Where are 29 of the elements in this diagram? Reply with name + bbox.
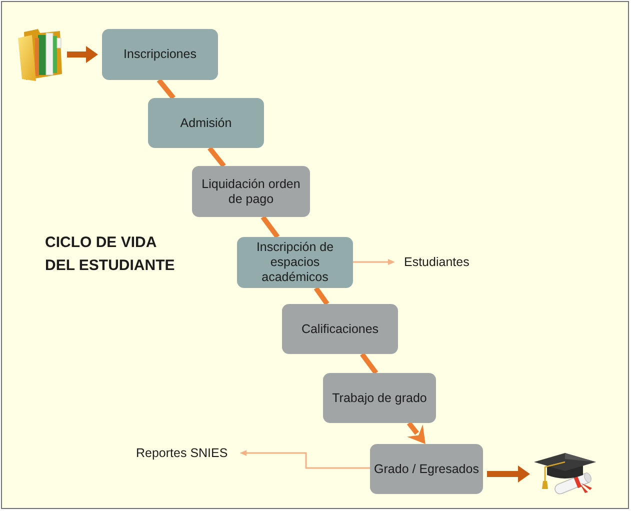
arrow — [487, 468, 530, 480]
process-box — [370, 444, 483, 494]
step-label: Liquidación orden de pago — [200, 176, 302, 206]
process-box — [192, 166, 310, 217]
graduation-cap-icon — [532, 451, 598, 497]
connector-line — [208, 146, 226, 168]
process-box — [148, 98, 264, 148]
process-box — [323, 373, 436, 423]
step-label: Inscripción de espacios académicos — [255, 240, 335, 285]
step-label: Calificaciones — [301, 322, 379, 336]
process-box — [282, 304, 398, 354]
output-label: Reportes SNIES — [136, 445, 228, 461]
arrow — [67, 48, 98, 60]
connector-line — [360, 352, 378, 374]
arrow — [406, 421, 426, 444]
connector-line — [260, 216, 280, 238]
connector-line — [156, 78, 176, 100]
step-label: Admisión — [180, 116, 232, 130]
folder-icon — [16, 26, 64, 81]
arrow — [353, 259, 394, 265]
process-box — [237, 237, 353, 288]
step-label: Inscripciones — [124, 47, 196, 62]
process-box — [102, 29, 218, 80]
arrow — [240, 450, 370, 469]
step-label: Grado / Egresados — [374, 462, 479, 476]
connector-line — [314, 286, 330, 306]
step-label: Trabajo de grado — [332, 390, 427, 406]
diagram-title: CICLO DE VIDA DEL ESTUDIANTE — [45, 233, 176, 276]
output-label: Estudiantes — [404, 254, 470, 270]
